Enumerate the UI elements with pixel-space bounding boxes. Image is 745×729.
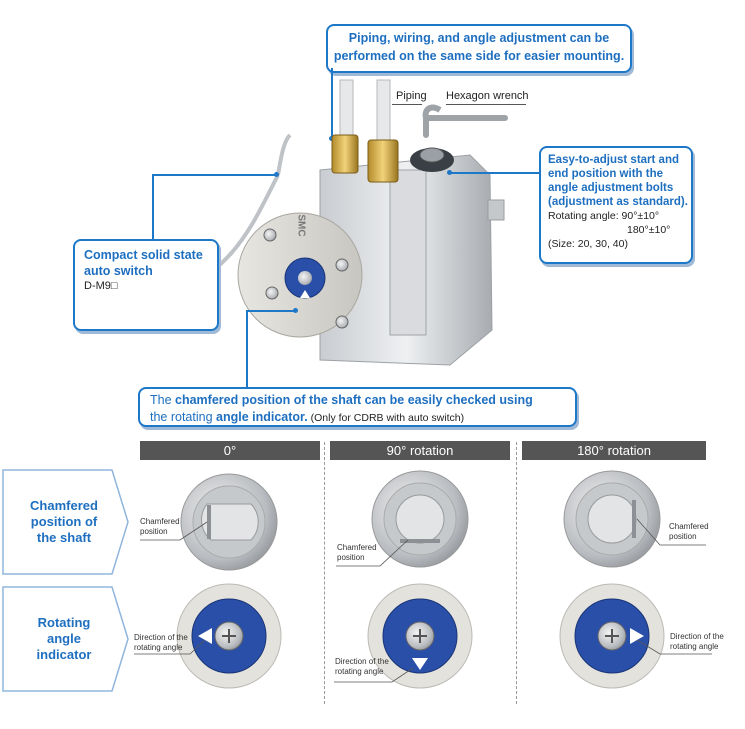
- shaft-view-90: [371, 470, 469, 568]
- right-leader: [450, 172, 540, 174]
- right-callout-line4: (adjustment as standard).: [548, 196, 688, 208]
- column-separator-2: [516, 442, 517, 704]
- indicator-view-180: [559, 583, 665, 689]
- right-callout-line1: Easy-to-adjust start and: [548, 154, 679, 166]
- left-callout-line2: auto switch: [84, 264, 153, 278]
- shaft-view-0: [180, 473, 278, 571]
- top-callout: Piping, wiring, and angle adjustment can…: [326, 24, 632, 73]
- right-callout: Easy-to-adjust start and end position wi…: [539, 146, 693, 264]
- row-label-indicator: Rotating angle indicator: [36, 615, 92, 662]
- direction-annotation-0: Direction of the rotating angle: [134, 633, 188, 652]
- bottom-text-p2: the rotating: [150, 410, 217, 424]
- left-callout: Compact solid state auto switch D-M9□: [73, 239, 219, 331]
- piping-line: [392, 104, 422, 105]
- fitting-right: [367, 139, 399, 183]
- left-leader-dot: [274, 172, 279, 177]
- right-shaft: [487, 199, 505, 221]
- column-separator-1: [324, 442, 325, 704]
- top-callout-line2: performed on the same side for easier mo…: [333, 49, 625, 63]
- bottom-leader-dot: [293, 308, 298, 313]
- chamfered-annotation-180: Chamfered position: [669, 522, 709, 541]
- fitting-left: [331, 134, 359, 174]
- top-callout-line1: Piping, wiring, and angle adjustment can…: [348, 31, 610, 45]
- right-callout-line3: angle adjustment bolts: [548, 182, 674, 194]
- rotating-angle-180: 180°±10°: [627, 224, 671, 236]
- chamfered-annotation-90: Chamfered position: [337, 543, 377, 562]
- top-leader: [331, 68, 333, 138]
- column-header-0: 0°: [140, 441, 320, 460]
- shaft-view-180: [563, 470, 661, 568]
- direction-annotation-90: Direction of the rotating angle: [335, 657, 389, 676]
- column-header-90: 90° rotation: [330, 441, 510, 460]
- bottom-text-note: (Only for CDRB with auto switch): [307, 412, 465, 424]
- bottom-text-b2: angle indicator.: [216, 410, 308, 424]
- right-callout-line2: end position with the: [548, 168, 663, 180]
- hexagon-wrench-label: Hexagon wrench: [446, 90, 529, 102]
- direction-annotation-180: Direction of the rotating angle: [670, 632, 724, 651]
- rotating-angle-label: Rotating angle: 90°±10°: [548, 210, 660, 222]
- row-label-chamfered: Chamfered position of the shaft: [30, 498, 98, 545]
- bottom-leader-h: [246, 310, 296, 312]
- wrench-line: [446, 104, 526, 105]
- size-list: (Size: 20, 30, 40): [548, 238, 628, 250]
- column-header-180: 180° rotation: [522, 441, 706, 460]
- switch-model: D-M9□: [84, 280, 118, 292]
- left-callout-line1: Compact solid state: [84, 248, 203, 262]
- bottom-text-p1: The: [150, 393, 176, 407]
- bottom-callout: The chamfered position of the shaft can …: [138, 387, 577, 427]
- right-leader-dot: [447, 170, 452, 175]
- indicator-view-0: [176, 583, 282, 689]
- piping-label: Piping: [396, 90, 427, 102]
- hexagon-wrench-shape: [423, 115, 508, 138]
- bottom-text-b1: chamfered position of the shaft can be e…: [175, 393, 533, 407]
- bottom-leader-v: [246, 310, 248, 388]
- left-leader-v: [152, 174, 154, 240]
- chamfered-annotation-0: Chamfered position: [140, 517, 180, 536]
- left-leader-h: [152, 174, 277, 176]
- indicator-view-90: [367, 583, 473, 689]
